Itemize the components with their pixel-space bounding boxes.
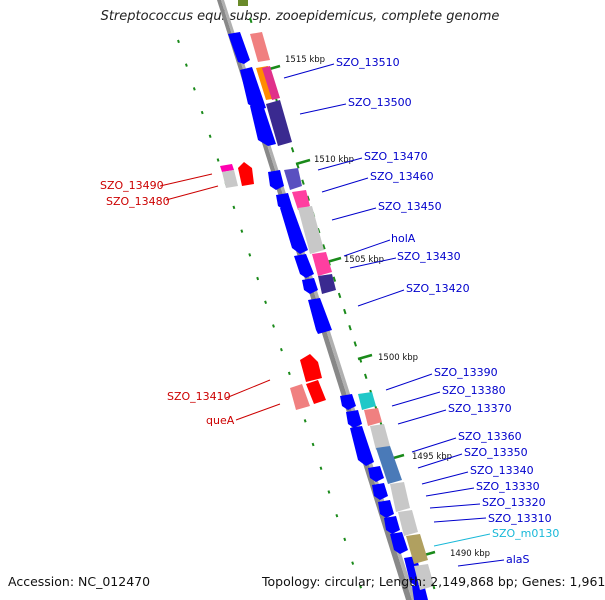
content-bar (292, 190, 310, 210)
map-title: Streptococcus equi subsp. zooepidemicus,… (100, 9, 500, 24)
ruler-label: 1500 kbp (378, 353, 418, 363)
content-bar (284, 168, 302, 190)
forward-content-track (250, 32, 434, 590)
ruler-label: 1505 kbp (344, 255, 384, 265)
reverse-cds (238, 162, 254, 186)
forward-cds (302, 278, 318, 294)
content-bar (318, 274, 336, 294)
gene-label: SZO_13350 (464, 446, 528, 459)
ruler-label: 1490 kbp (450, 549, 490, 559)
gene-label: SZO_13470 (364, 150, 428, 163)
gene-label: SZO_13460 (370, 170, 434, 183)
gene-label: SZO_13510 (336, 56, 400, 69)
content-bar (398, 510, 418, 536)
gene-label: SZO_13450 (378, 200, 442, 213)
gene-label: SZO_13420 (406, 282, 470, 295)
reverse-leaders (159, 173, 281, 421)
genome-summary: Topology: circular; Length: 2,149,868 bp… (262, 574, 605, 589)
forward-cds (350, 426, 374, 466)
gene-label: SZO_13370 (448, 402, 512, 415)
gene-label: SZO_13310 (488, 512, 552, 525)
content-bar (250, 32, 270, 62)
reverse-cds (220, 164, 234, 172)
content-bar (370, 424, 390, 450)
content-bar (364, 408, 382, 426)
gene-label: SZO_m0130 (492, 527, 559, 540)
gene-label: SZO_13390 (434, 366, 498, 379)
gene-label: holA (391, 232, 416, 245)
inner-ruler (177, 39, 366, 600)
reverse-cds (290, 384, 310, 410)
ruler-label: 1495 kbp (412, 452, 452, 462)
forward-cds (308, 298, 332, 334)
content-bar (406, 534, 428, 564)
reverse-cds-track (220, 162, 326, 410)
content-bar (298, 206, 324, 254)
forward-cds (294, 254, 314, 278)
gene-label: SZO_13340 (470, 464, 534, 477)
gene-label: SZO_13490 (100, 179, 164, 192)
forward-cds (340, 394, 356, 410)
content-bar (358, 392, 376, 410)
gene-label: SZO_13380 (442, 384, 506, 397)
forward-cds (250, 102, 276, 146)
gene-label: SZO_13500 (348, 96, 412, 109)
gene-label: SZO_13330 (476, 480, 540, 493)
ruler-label: 1515 kbp (285, 55, 325, 65)
forward-cds (368, 466, 384, 482)
misc-leader (433, 533, 491, 547)
reverse-cds (306, 380, 326, 404)
forward-cds (390, 532, 408, 554)
content-bar (376, 446, 402, 484)
ruler-label: 1510 kbp (314, 155, 354, 165)
gene-label: SZO_13430 (397, 250, 461, 263)
forward-cds (228, 32, 250, 64)
forward-cds (276, 193, 292, 210)
forward-cds (372, 483, 388, 500)
gene-label: SZO_13410 (167, 390, 231, 403)
partial-feature (238, 0, 248, 6)
forward-leaders (283, 63, 505, 567)
forward-cds (268, 170, 284, 190)
reverse-cds (300, 354, 322, 382)
forward-cds (384, 516, 400, 534)
content-bar (266, 100, 292, 146)
forward-cds-track (228, 32, 428, 600)
forward-cds (240, 67, 266, 110)
ruler-major-ticks (265, 64, 436, 558)
forward-cds (346, 410, 362, 428)
gene-label: SZO_13320 (482, 496, 546, 509)
content-bar (390, 482, 410, 512)
forward-cds (378, 500, 394, 518)
content-bar (414, 564, 434, 590)
content-bar (312, 252, 332, 276)
reverse-cds (222, 170, 238, 188)
gene-label: alaS (506, 553, 530, 566)
content-bar (262, 66, 280, 100)
forward-cds (280, 206, 308, 254)
gene-label: SZO_13480 (106, 195, 170, 208)
gene-label: SZO_13360 (458, 430, 522, 443)
gene-label: queA (206, 414, 235, 427)
accession-label: Accession: NC_012470 (8, 574, 151, 589)
